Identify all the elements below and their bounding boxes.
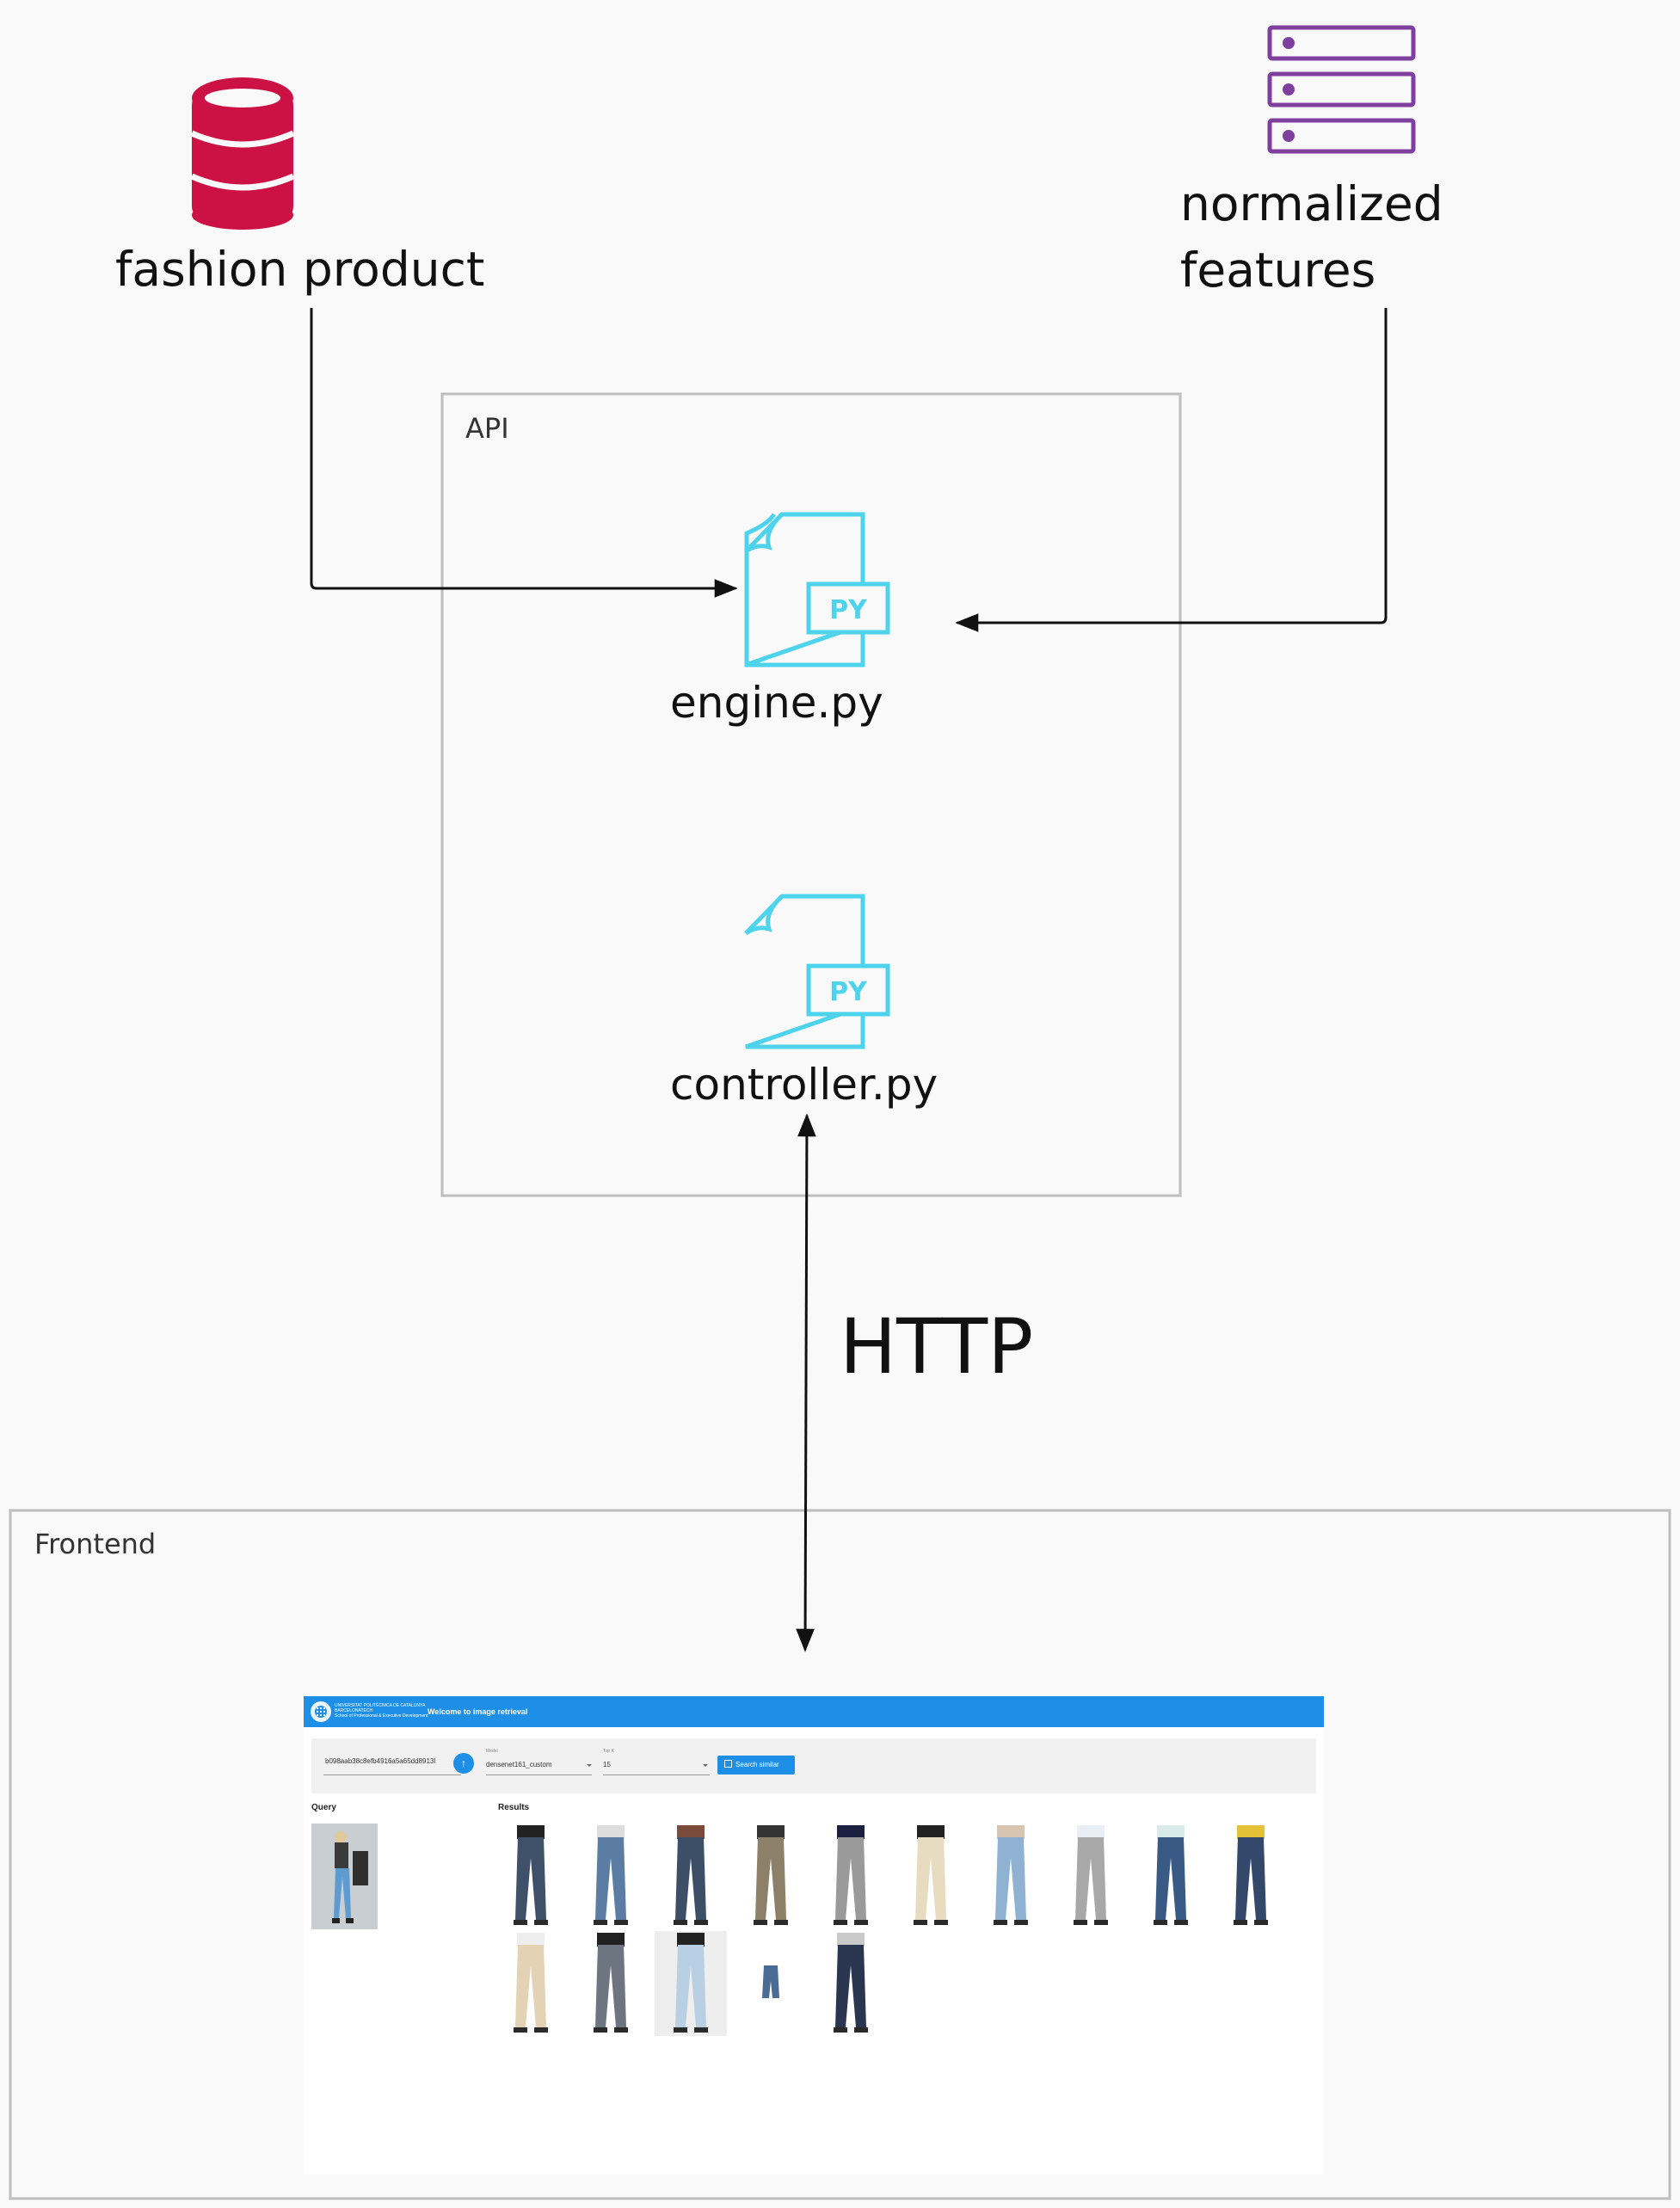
result-thumbnail[interactable] (575, 1931, 647, 2036)
python-file-icon: PY (744, 512, 890, 667)
result-thumbnail[interactable] (1215, 1824, 1287, 1928)
frontend-group-title: Frontend (34, 1528, 157, 1560)
upload-button[interactable]: ↑ (453, 1753, 474, 1774)
edge-features-to-engine (955, 308, 1388, 632)
normalized-features-label-line2: features (1180, 243, 1376, 298)
query-image (311, 1824, 378, 1929)
server-stack-icon (1267, 25, 1416, 154)
result-thumbnail[interactable] (735, 1824, 807, 1928)
svg-text:PY: PY (829, 595, 868, 625)
result-thumbnail[interactable] (575, 1824, 647, 1928)
chevron-down-icon (703, 1764, 708, 1767)
result-thumbnail[interactable] (655, 1824, 727, 1928)
result-thumbnail[interactable] (1135, 1824, 1207, 1928)
result-thumbnail[interactable] (815, 1824, 887, 1928)
fashion-product-label: fashion product (115, 242, 485, 297)
search-similar-label: Search similar (735, 1761, 779, 1768)
edge-fashion-to-engine (310, 308, 738, 598)
search-toolbar: b098aab38c8efb4916a5a65dd8913l ↑ Model d… (311, 1738, 1316, 1793)
http-edge-label: HTTP (840, 1302, 1034, 1391)
app-bar: UNIVERSITAT POLITÈCNICA DE CATALUNYA BAR… (304, 1696, 1324, 1727)
normalized-features-label-line1: normalized (1180, 176, 1443, 231)
model-select-underline (486, 1774, 592, 1775)
result-thumbnail[interactable] (495, 1824, 567, 1928)
upload-icon: ↑ (461, 1757, 466, 1769)
result-thumbnail[interactable] (815, 1931, 887, 2036)
results-heading: Results (498, 1803, 530, 1812)
app-title: Welcome to image retrieval (428, 1707, 528, 1716)
university-logo-mark (315, 1706, 327, 1718)
edge-controller-frontend (796, 1113, 816, 1652)
result-thumbnail[interactable] (975, 1824, 1047, 1928)
controller-label: controller.py (670, 1060, 938, 1110)
topk-label: Top K (603, 1749, 614, 1754)
api-group-title: API (465, 412, 509, 445)
query-input-underline (323, 1774, 461, 1775)
result-thumbnail[interactable] (895, 1824, 967, 1928)
university-name: UNIVERSITAT POLITÈCNICA DE CATALUNYA BAR… (335, 1703, 428, 1719)
result-thumbnail[interactable] (655, 1931, 727, 2036)
search-similar-button[interactable]: Search similar (717, 1756, 795, 1774)
database-icon (190, 77, 295, 230)
model-label: Model (486, 1749, 498, 1754)
query-id-input[interactable]: b098aab38c8efb4916a5a65dd8913l (325, 1757, 436, 1765)
frontend-group-box (9, 1509, 1671, 2200)
result-thumbnail[interactable] (1055, 1824, 1127, 1928)
svg-text:PY: PY (829, 977, 868, 1007)
engine-label: engine.py (670, 678, 883, 728)
image-search-icon (724, 1760, 732, 1768)
topk-select-underline (603, 1774, 710, 1775)
result-thumbnail[interactable] (735, 1931, 807, 2036)
query-heading: Query (311, 1803, 336, 1812)
result-thumbnail[interactable] (495, 1931, 567, 2036)
model-select[interactable]: densenet161_custom (486, 1761, 552, 1768)
python-file-icon: PY (744, 894, 890, 1049)
topk-select[interactable]: 15 (603, 1761, 611, 1768)
frontend-app-screenshot: UNIVERSITAT POLITÈCNICA DE CATALUNYA BAR… (304, 1696, 1324, 2174)
chevron-down-icon (587, 1764, 592, 1767)
